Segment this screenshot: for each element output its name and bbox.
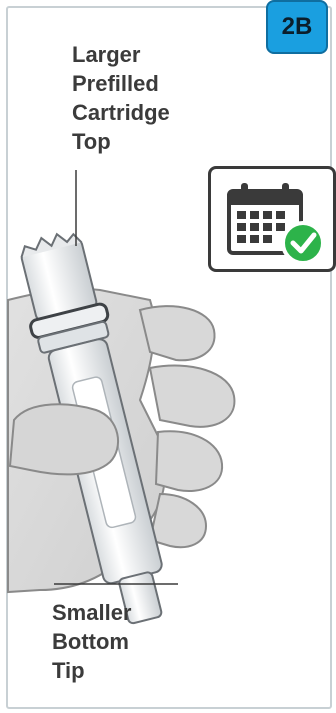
bottom-label-line: Bottom <box>52 627 132 656</box>
check-circle-icon <box>283 223 323 263</box>
thumb <box>10 404 118 474</box>
calendar-check-icon <box>211 169 333 269</box>
step-label: 2B <box>282 13 313 41</box>
bottom-label-line: Tip <box>52 656 132 685</box>
calendar-check-box <box>208 166 336 272</box>
top-label-line: Cartridge <box>72 98 170 127</box>
step-badge: 2B <box>266 0 328 54</box>
bottom-tip-label: Smaller Bottom Tip <box>52 598 132 685</box>
top-label-line: Prefilled <box>72 69 170 98</box>
bottom-label-line: Smaller <box>52 598 132 627</box>
top-label-line: Top <box>72 127 170 156</box>
top-label-line: Larger <box>72 40 170 69</box>
cartridge-top-label: Larger Prefilled Cartridge Top <box>72 40 170 156</box>
